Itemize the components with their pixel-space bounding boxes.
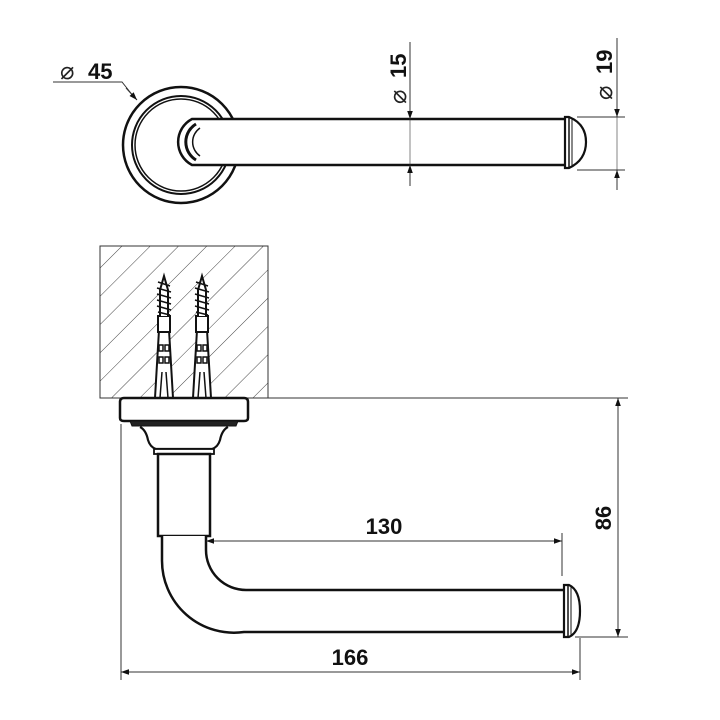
end-cap-diameter-dimension: ⌀ 19	[577, 38, 625, 190]
total-length-dimension: 166	[120, 424, 581, 680]
side-view: 130 166 86	[99, 245, 628, 680]
diameter-symbol: ⌀	[590, 86, 618, 100]
diameter-symbol: ⌀	[60, 57, 74, 85]
projection-height-dimension: 86	[268, 397, 628, 638]
rosette-diameter-dimension: ⌀ 45	[53, 57, 138, 101]
bar-top	[176, 117, 566, 167]
total-length-value: 166	[332, 645, 369, 670]
top-view: ⌀ 45 ⌀ 15 ⌀ 19	[53, 38, 625, 205]
end-cap-side	[562, 583, 582, 639]
screw-left	[153, 272, 175, 399]
rosette-side	[118, 396, 250, 455]
wall-fixings	[153, 272, 213, 399]
end-cap-top	[563, 115, 588, 170]
neck-sleeve	[156, 452, 212, 538]
screw-right	[191, 272, 213, 399]
bar-length-dimension: 130	[206, 514, 563, 576]
rosette-diameter-value: 45	[88, 59, 112, 84]
arm-side	[160, 536, 567, 634]
diameter-symbol: ⌀	[384, 90, 412, 104]
bar-diameter-value: 15	[386, 54, 411, 78]
bar-diameter-dimension: ⌀ 15	[384, 42, 413, 186]
bar-length-value: 130	[366, 514, 403, 539]
wall-section	[99, 245, 269, 399]
projection-height-value: 86	[591, 506, 616, 530]
end-cap-diameter-value: 19	[592, 50, 617, 74]
